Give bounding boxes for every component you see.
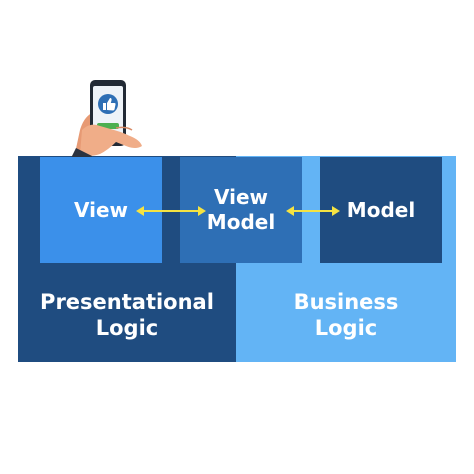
presentational-logic-text: Presentational Logic	[40, 289, 214, 340]
business-logic-label: Business Logic	[236, 270, 456, 360]
model-label: Model	[346, 197, 416, 222]
double-arrow-icon	[136, 206, 206, 216]
thumbs-up-icon	[98, 94, 118, 114]
view-label: View	[73, 197, 129, 222]
smartphone-in-hand-icon	[70, 80, 142, 160]
viewmodel-box: View Model	[180, 157, 302, 263]
model-box: Model	[320, 157, 442, 263]
viewmodel-label: View Model	[206, 185, 276, 234]
view-box: View	[40, 157, 162, 263]
presentational-logic-label: Presentational Logic	[18, 270, 236, 360]
business-logic-text: Business Logic	[293, 289, 399, 340]
double-arrow-icon	[286, 206, 340, 216]
